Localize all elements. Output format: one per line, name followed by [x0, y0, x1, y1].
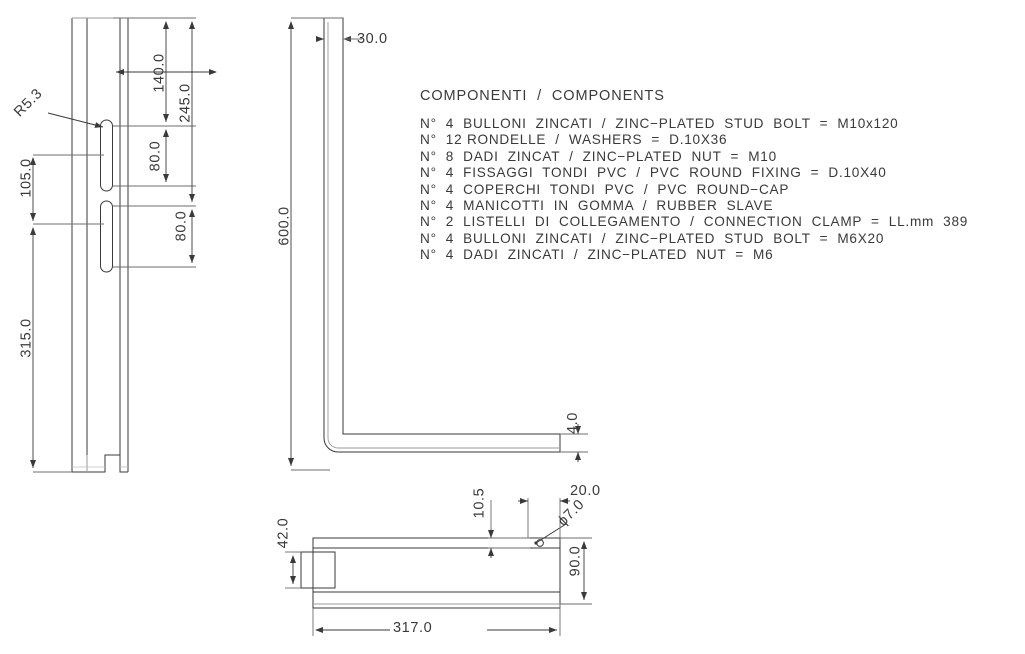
- dim-label-105: 105.0: [18, 158, 35, 198]
- dim-label-600: 600.0: [276, 206, 293, 246]
- dim-label-245: 245.0: [177, 83, 194, 123]
- component-item: N° 12 RONDELLE / WASHERS = D.10X36: [420, 132, 728, 148]
- component-item: N° 4 COPERCHI TONDI PVC / PVC ROUND−CAP: [420, 181, 790, 197]
- dim-10-5: [488, 500, 530, 558]
- dim-label-10-5: 10.5: [471, 487, 488, 519]
- component-item: N° 4 BULLONI ZINCATI / ZINC−PLATED STUD …: [420, 116, 899, 131]
- dim-20: [518, 498, 570, 538]
- front-view-slot-lower: [100, 200, 113, 273]
- dim-42: [285, 551, 301, 589]
- front-view-slot-upper: [100, 119, 113, 192]
- component-item: N° 8 DADI ZINCAT / ZINC−PLATED NUT = M10: [420, 148, 777, 164]
- component-item: N° 4 MANICOTTI IN GOMMA / RUBBER SLAVE: [420, 198, 774, 214]
- leader-r53: [47, 112, 104, 128]
- components-list: COMPONENTI / COMPONENTS N° 4 BULLONI ZIN…: [420, 88, 968, 264]
- front-view-channel-outline: [71, 17, 129, 473]
- dim-600: [288, 17, 330, 471]
- dim-317: [312, 604, 561, 636]
- dim-label-90: 90.0: [567, 545, 584, 577]
- dim-label-317: 317.0: [393, 620, 433, 636]
- dim-label-4: 4.0: [564, 412, 581, 434]
- dim-4: [560, 424, 588, 462]
- components-list-title: COMPONENTI / COMPONENTS: [420, 88, 665, 104]
- dimchain-front-inner: [113, 17, 217, 268]
- side-view-l-bracket: [323, 17, 561, 453]
- dim-label-140: 140.0: [151, 53, 168, 93]
- leader-phi7: [534, 523, 567, 545]
- dim-label-42: 42.0: [275, 517, 292, 549]
- dim-label-20: 20.0: [570, 483, 601, 499]
- component-item: N° 4 DADI ZINCATI / ZINC−PLATED NUT = M6: [420, 247, 774, 263]
- dim-label-30: 30.0: [357, 31, 388, 47]
- dimchain-front-left: [30, 154, 104, 473]
- component-item: N° 4 BULLONI ZINCATI / ZINC−PLATED STUD …: [420, 230, 885, 246]
- dim-label-315: 315.0: [18, 318, 35, 358]
- component-item: N° 2 LISTELLI DI COLLEGAMENTO / CONNECTI…: [420, 214, 969, 230]
- dim-label-80-lower: 80.0: [173, 210, 190, 242]
- plan-view-base: [300, 537, 561, 609]
- dim-90: [560, 537, 592, 605]
- dim-label-80-upper: 80.0: [147, 140, 164, 172]
- component-item: N° 4 FISSAGGI TONDI PVC / PVC ROUND FIXI…: [420, 165, 887, 181]
